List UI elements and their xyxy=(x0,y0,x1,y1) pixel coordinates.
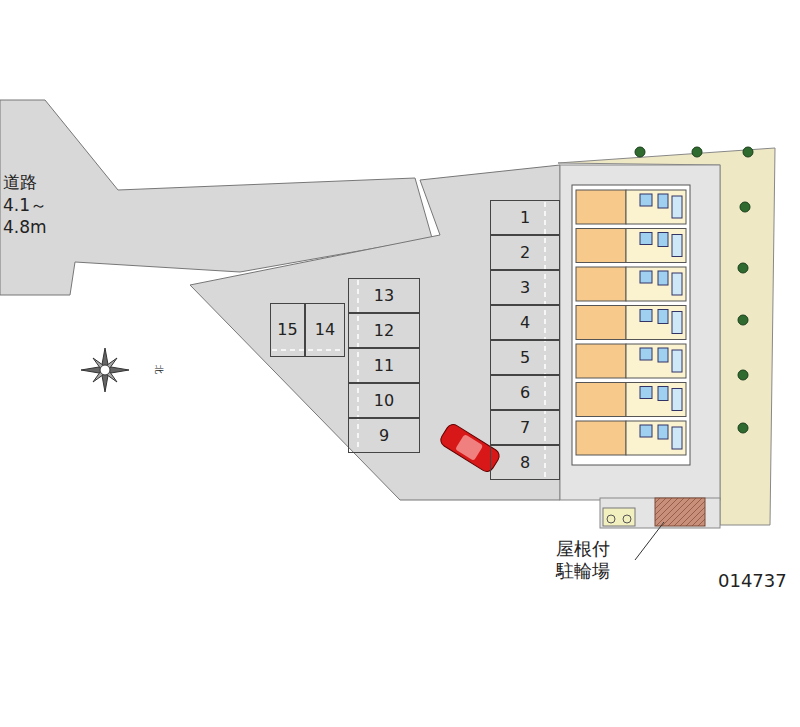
road-area: 道路 4.1～ 4.8m xyxy=(3,165,63,245)
stall-number: 8 xyxy=(520,455,530,471)
parking-stall: 10 xyxy=(348,383,420,418)
bike-shelter-label: 屋根付 駐輪場 xyxy=(556,538,618,581)
stall-number: 3 xyxy=(520,280,530,296)
stall-number: 12 xyxy=(374,323,394,339)
parking-stall: 2 xyxy=(490,235,560,270)
parking-stall: 4 xyxy=(490,305,560,340)
stall-number: 15 xyxy=(277,322,297,338)
parking-stall: 8 xyxy=(490,445,560,480)
stall-number: 2 xyxy=(520,245,530,261)
road-width-label: 道路 4.1～ 4.8m xyxy=(3,171,55,240)
stall-number: 10 xyxy=(374,393,394,409)
parking-stall: 15 xyxy=(270,303,305,357)
parking-stall: 6 xyxy=(490,375,560,410)
stall-number: 5 xyxy=(520,350,530,366)
stall-number: 4 xyxy=(520,315,530,331)
stall-number: 6 xyxy=(520,385,530,401)
parking-stall: 5 xyxy=(490,340,560,375)
parking-stall: 13 xyxy=(348,278,420,313)
stall-number: 11 xyxy=(374,358,394,374)
stall-number: 13 xyxy=(374,288,394,304)
stall-number: 1 xyxy=(520,210,530,226)
listing-number: 014737 xyxy=(718,570,787,592)
compass-north: 北 xyxy=(153,365,164,374)
parking-stall: 14 xyxy=(305,303,345,357)
parking-stall: 11 xyxy=(348,348,420,383)
parking-stall: 3 xyxy=(490,270,560,305)
parking-stall: 9 xyxy=(348,418,420,453)
parking-stall: 7 xyxy=(490,410,560,445)
stall-number: 7 xyxy=(520,420,530,436)
stall-number: 14 xyxy=(315,322,335,338)
parking-stall: 1 xyxy=(490,200,560,235)
stall-number: 9 xyxy=(379,428,389,444)
parking-stall: 12 xyxy=(348,313,420,348)
